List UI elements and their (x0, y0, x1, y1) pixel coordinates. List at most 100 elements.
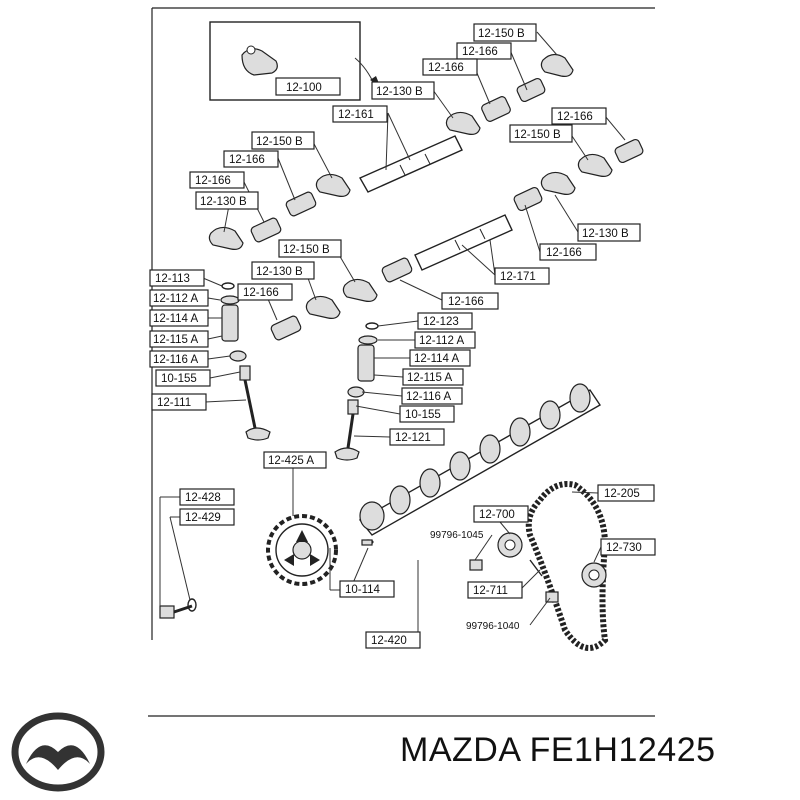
label-12-425A: 12-425 A (263, 451, 327, 469)
cam-pulley (266, 514, 338, 586)
svg-text:12-150 B: 12-150 B (256, 136, 303, 148)
svg-text:12-161: 12-161 (338, 109, 374, 121)
label-12-700: 12-700 (473, 505, 529, 523)
label-12-161: 12-161 (332, 105, 388, 123)
label-12-130B-right: 12-130 B (577, 223, 641, 242)
label-12-130B-left: 12-130 B (195, 191, 259, 210)
part-number-caption: MAZDA FE1H12425 (400, 731, 716, 769)
label-12-730: 12-730 (600, 538, 656, 556)
valve-stack-left (220, 282, 271, 441)
label-12-116A-right: 12-116 A (401, 387, 463, 405)
svg-text:12-112 A: 12-112 A (419, 335, 465, 347)
rocker-shaft-upper (359, 135, 463, 193)
label-12-205: 12-205 (597, 484, 655, 502)
label-12-711: 12-711 (467, 581, 523, 599)
svg-text:12-166: 12-166 (557, 111, 593, 123)
svg-text:12-130 B: 12-130 B (376, 86, 423, 98)
svg-text:12-112 A: 12-112 A (153, 293, 199, 305)
svg-text:12-116 A: 12-116 A (406, 391, 452, 403)
svg-text:12-166: 12-166 (243, 287, 279, 299)
rocker-shaft-lower (414, 214, 513, 271)
label-12-116A-left: 12-116 A (149, 350, 209, 368)
mazda-logo-icon (11, 712, 105, 792)
label-12-115A-left: 12-115 A (149, 330, 209, 348)
label-12-166-low: 12-166 (441, 292, 499, 310)
svg-text:12-166: 12-166 (448, 296, 484, 308)
label-12-166-right2: 12-166 (539, 243, 597, 261)
svg-text:12-700: 12-700 (479, 509, 515, 521)
svg-text:12-420: 12-420 (371, 635, 407, 647)
svg-text:12-711: 12-711 (473, 585, 508, 597)
svg-text:10-114: 10-114 (345, 584, 381, 596)
svg-text:12-429: 12-429 (185, 512, 221, 524)
svg-text:12-114 A: 12-114 A (153, 313, 199, 325)
svg-text:12-171: 12-171 (500, 271, 536, 283)
svg-text:12-115 A: 12-115 A (407, 372, 453, 384)
camshaft (358, 383, 601, 545)
svg-text:12-130 B: 12-130 B (200, 196, 247, 208)
label-12-111: 12-111 (151, 393, 207, 411)
label-12-429: 12-429 (179, 508, 235, 526)
label-12-420: 12-420 (365, 631, 421, 649)
label-12-150B-mid: 12-150 B (278, 239, 342, 258)
label-12-112A-left: 12-112 A (149, 289, 209, 307)
label-12-130B-top: 12-130 B (371, 81, 435, 100)
svg-text:12-116 A: 12-116 A (153, 354, 199, 366)
label-12-114A-left: 12-114 A (149, 309, 209, 327)
label-12-150B-left: 12-150 B (251, 131, 315, 150)
svg-text:12-150 B: 12-150 B (514, 129, 561, 141)
label-12-428: 12-428 (179, 488, 235, 506)
label-10-114: 10-114 (339, 580, 395, 598)
svg-text:12-166: 12-166 (546, 247, 582, 259)
label-12-171: 12-171 (494, 267, 550, 285)
svg-text:12-150 B: 12-150 B (478, 28, 525, 40)
svg-text:12-166: 12-166 (229, 154, 265, 166)
label-12-112A-right: 12-112 A (414, 331, 476, 349)
pulley-bolt (159, 598, 197, 619)
label-99796-1045: 99796-1045 (430, 530, 484, 541)
woodruff-key (361, 539, 373, 546)
svg-text:12-121: 12-121 (395, 432, 431, 444)
svg-text:12-111: 12-111 (157, 397, 191, 409)
svg-text:12-166: 12-166 (195, 175, 231, 187)
label-12-150B-right: 12-150 B (509, 124, 573, 143)
label-12-166-d: 12-166 (189, 171, 245, 189)
label-10-155-left: 10-155 (155, 369, 211, 387)
svg-text:12-166: 12-166 (462, 46, 498, 58)
inset-rocker-arm (241, 45, 278, 76)
svg-text:12-425 A: 12-425 A (268, 455, 314, 467)
svg-text:12-113: 12-113 (155, 273, 190, 285)
label-12-166-right: 12-166 (551, 107, 607, 125)
svg-text:12-205: 12-205 (604, 488, 640, 500)
svg-text:12-123: 12-123 (423, 316, 459, 328)
svg-text:12-114 A: 12-114 A (414, 353, 460, 365)
svg-text:12-166: 12-166 (428, 62, 464, 74)
svg-text:12-100: 12-100 (286, 82, 322, 94)
label-12-100: 12-100 (275, 77, 341, 96)
svg-text:12-130 B: 12-130 B (582, 228, 629, 240)
rocker-arms (208, 53, 613, 319)
label-99796-1040: 99796-1040 (466, 621, 520, 632)
svg-text:10-155: 10-155 (161, 373, 197, 385)
tensioner (469, 532, 607, 603)
svg-text:12-130 B: 12-130 B (256, 266, 303, 278)
label-12-150B-top: 12-150 B (473, 23, 537, 42)
svg-text:10-155: 10-155 (405, 409, 441, 421)
svg-text:12-730: 12-730 (606, 542, 642, 554)
valve-stack-right (334, 322, 379, 461)
label-12-166-b: 12-166 (422, 58, 478, 76)
label-12-114A-right: 12-114 A (409, 349, 471, 367)
svg-text:12-428: 12-428 (185, 492, 221, 504)
label-12-115A-right: 12-115 A (402, 368, 464, 386)
label-12-123: 12-123 (417, 312, 473, 330)
label-12-166-a: 12-166 (456, 42, 512, 60)
timing-belt (525, 481, 609, 651)
label-12-166-mid: 12-166 (237, 283, 293, 301)
label-12-121: 12-121 (389, 428, 445, 446)
label-12-113: 12-113 (149, 269, 205, 287)
svg-text:12-150 B: 12-150 B (283, 244, 330, 256)
springs (250, 77, 644, 341)
label-12-130B-mid: 12-130 B (251, 261, 315, 280)
label-10-155-right: 10-155 (399, 405, 455, 423)
